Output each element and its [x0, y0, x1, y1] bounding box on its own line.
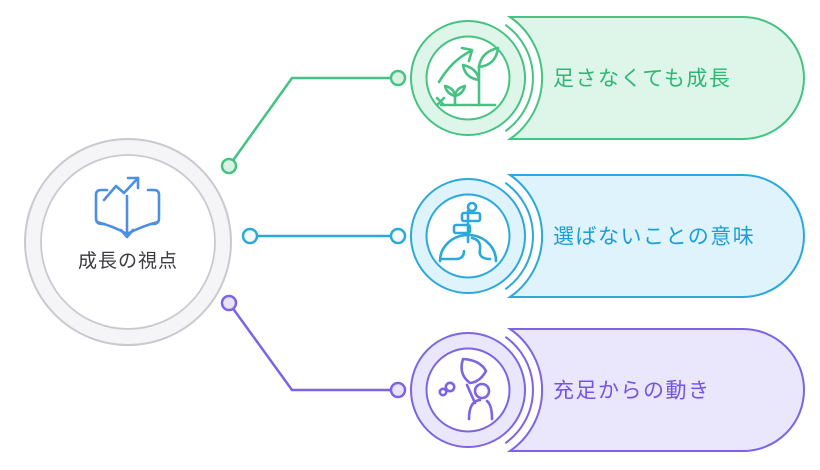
connector-dot	[389, 227, 407, 245]
branch-node-2: 選ばないことの意味	[410, 174, 805, 298]
connector-branch-3	[220, 294, 407, 399]
branch-node-3: 充足からの動き	[410, 328, 805, 452]
connector-dot	[241, 227, 259, 245]
badge-accent-arc	[504, 23, 534, 133]
badge-accent-arc	[504, 181, 534, 291]
connector-branch-2	[241, 227, 407, 245]
badge-accent-arc	[504, 335, 534, 445]
connector-line	[227, 302, 398, 392]
connector-dot	[389, 381, 407, 399]
center-label: 成長の視点	[78, 250, 178, 272]
center-inner-circle	[40, 154, 216, 330]
connector-branch-1	[220, 69, 407, 175]
open-book-rising-arrow-icon	[94, 176, 161, 239]
branch-pill	[506, 174, 805, 298]
branch-pill	[506, 328, 805, 452]
connector-dot	[220, 157, 238, 175]
branch-label: 足さなくても成長	[553, 68, 731, 91]
connector-dot	[389, 69, 407, 87]
connector-dot	[220, 294, 238, 312]
signpost-on-path-icon	[438, 201, 498, 263]
branch-label: 充足からの動き	[553, 380, 711, 403]
center-node: 成長の視点	[24, 138, 232, 346]
branch-label: 選ばないことの意味	[553, 226, 755, 249]
connector-line	[227, 76, 398, 167]
person-with-butterfly-net-icon	[438, 357, 494, 421]
branch-node-1: 足さなくても成長	[410, 16, 805, 140]
badge-inner-circle	[425, 35, 511, 121]
sprouting-plant-growth-icon	[435, 46, 500, 107]
branch-pill	[506, 16, 805, 140]
